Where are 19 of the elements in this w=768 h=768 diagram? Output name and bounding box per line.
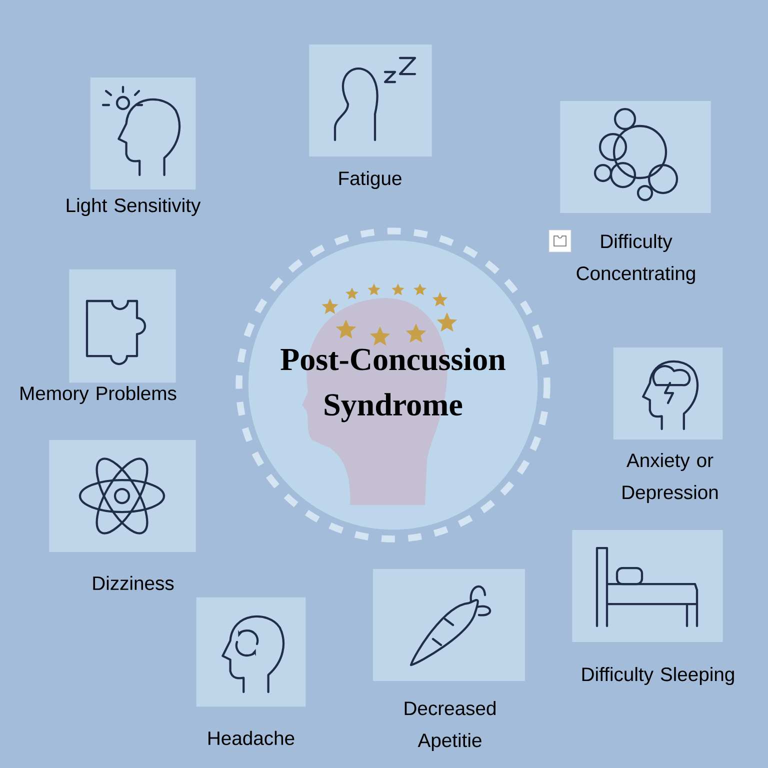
- symptom-card: [572, 530, 734, 686]
- symptom-label: Difficulty Concentrating: [576, 234, 695, 284]
- symptom-label: Difficulty Sleeping: [582, 667, 734, 686]
- symptom-label: Light Sensitivity: [66, 198, 201, 216]
- symptom-label: Anxiety or Depression: [622, 453, 718, 504]
- symptom-card: [309, 44, 432, 190]
- symptom-card: [373, 569, 525, 752]
- symptom-label: Memory Problems: [20, 386, 176, 404]
- symptom-label: Dizziness: [93, 576, 174, 590]
- symptom-label: Headache: [208, 730, 294, 746]
- symptom-label: Decreased Apetitie: [404, 701, 496, 752]
- symptom-card: [196, 597, 306, 746]
- symptom-card: [560, 101, 711, 284]
- symptom-card: [613, 348, 723, 504]
- symptom-label: Fatigue: [339, 171, 402, 190]
- symptom-card: [20, 269, 176, 404]
- symptom-card: [66, 78, 201, 216]
- symptom-card: [49, 440, 196, 590]
- title: Post-Concussion Syndrome: [280, 348, 506, 422]
